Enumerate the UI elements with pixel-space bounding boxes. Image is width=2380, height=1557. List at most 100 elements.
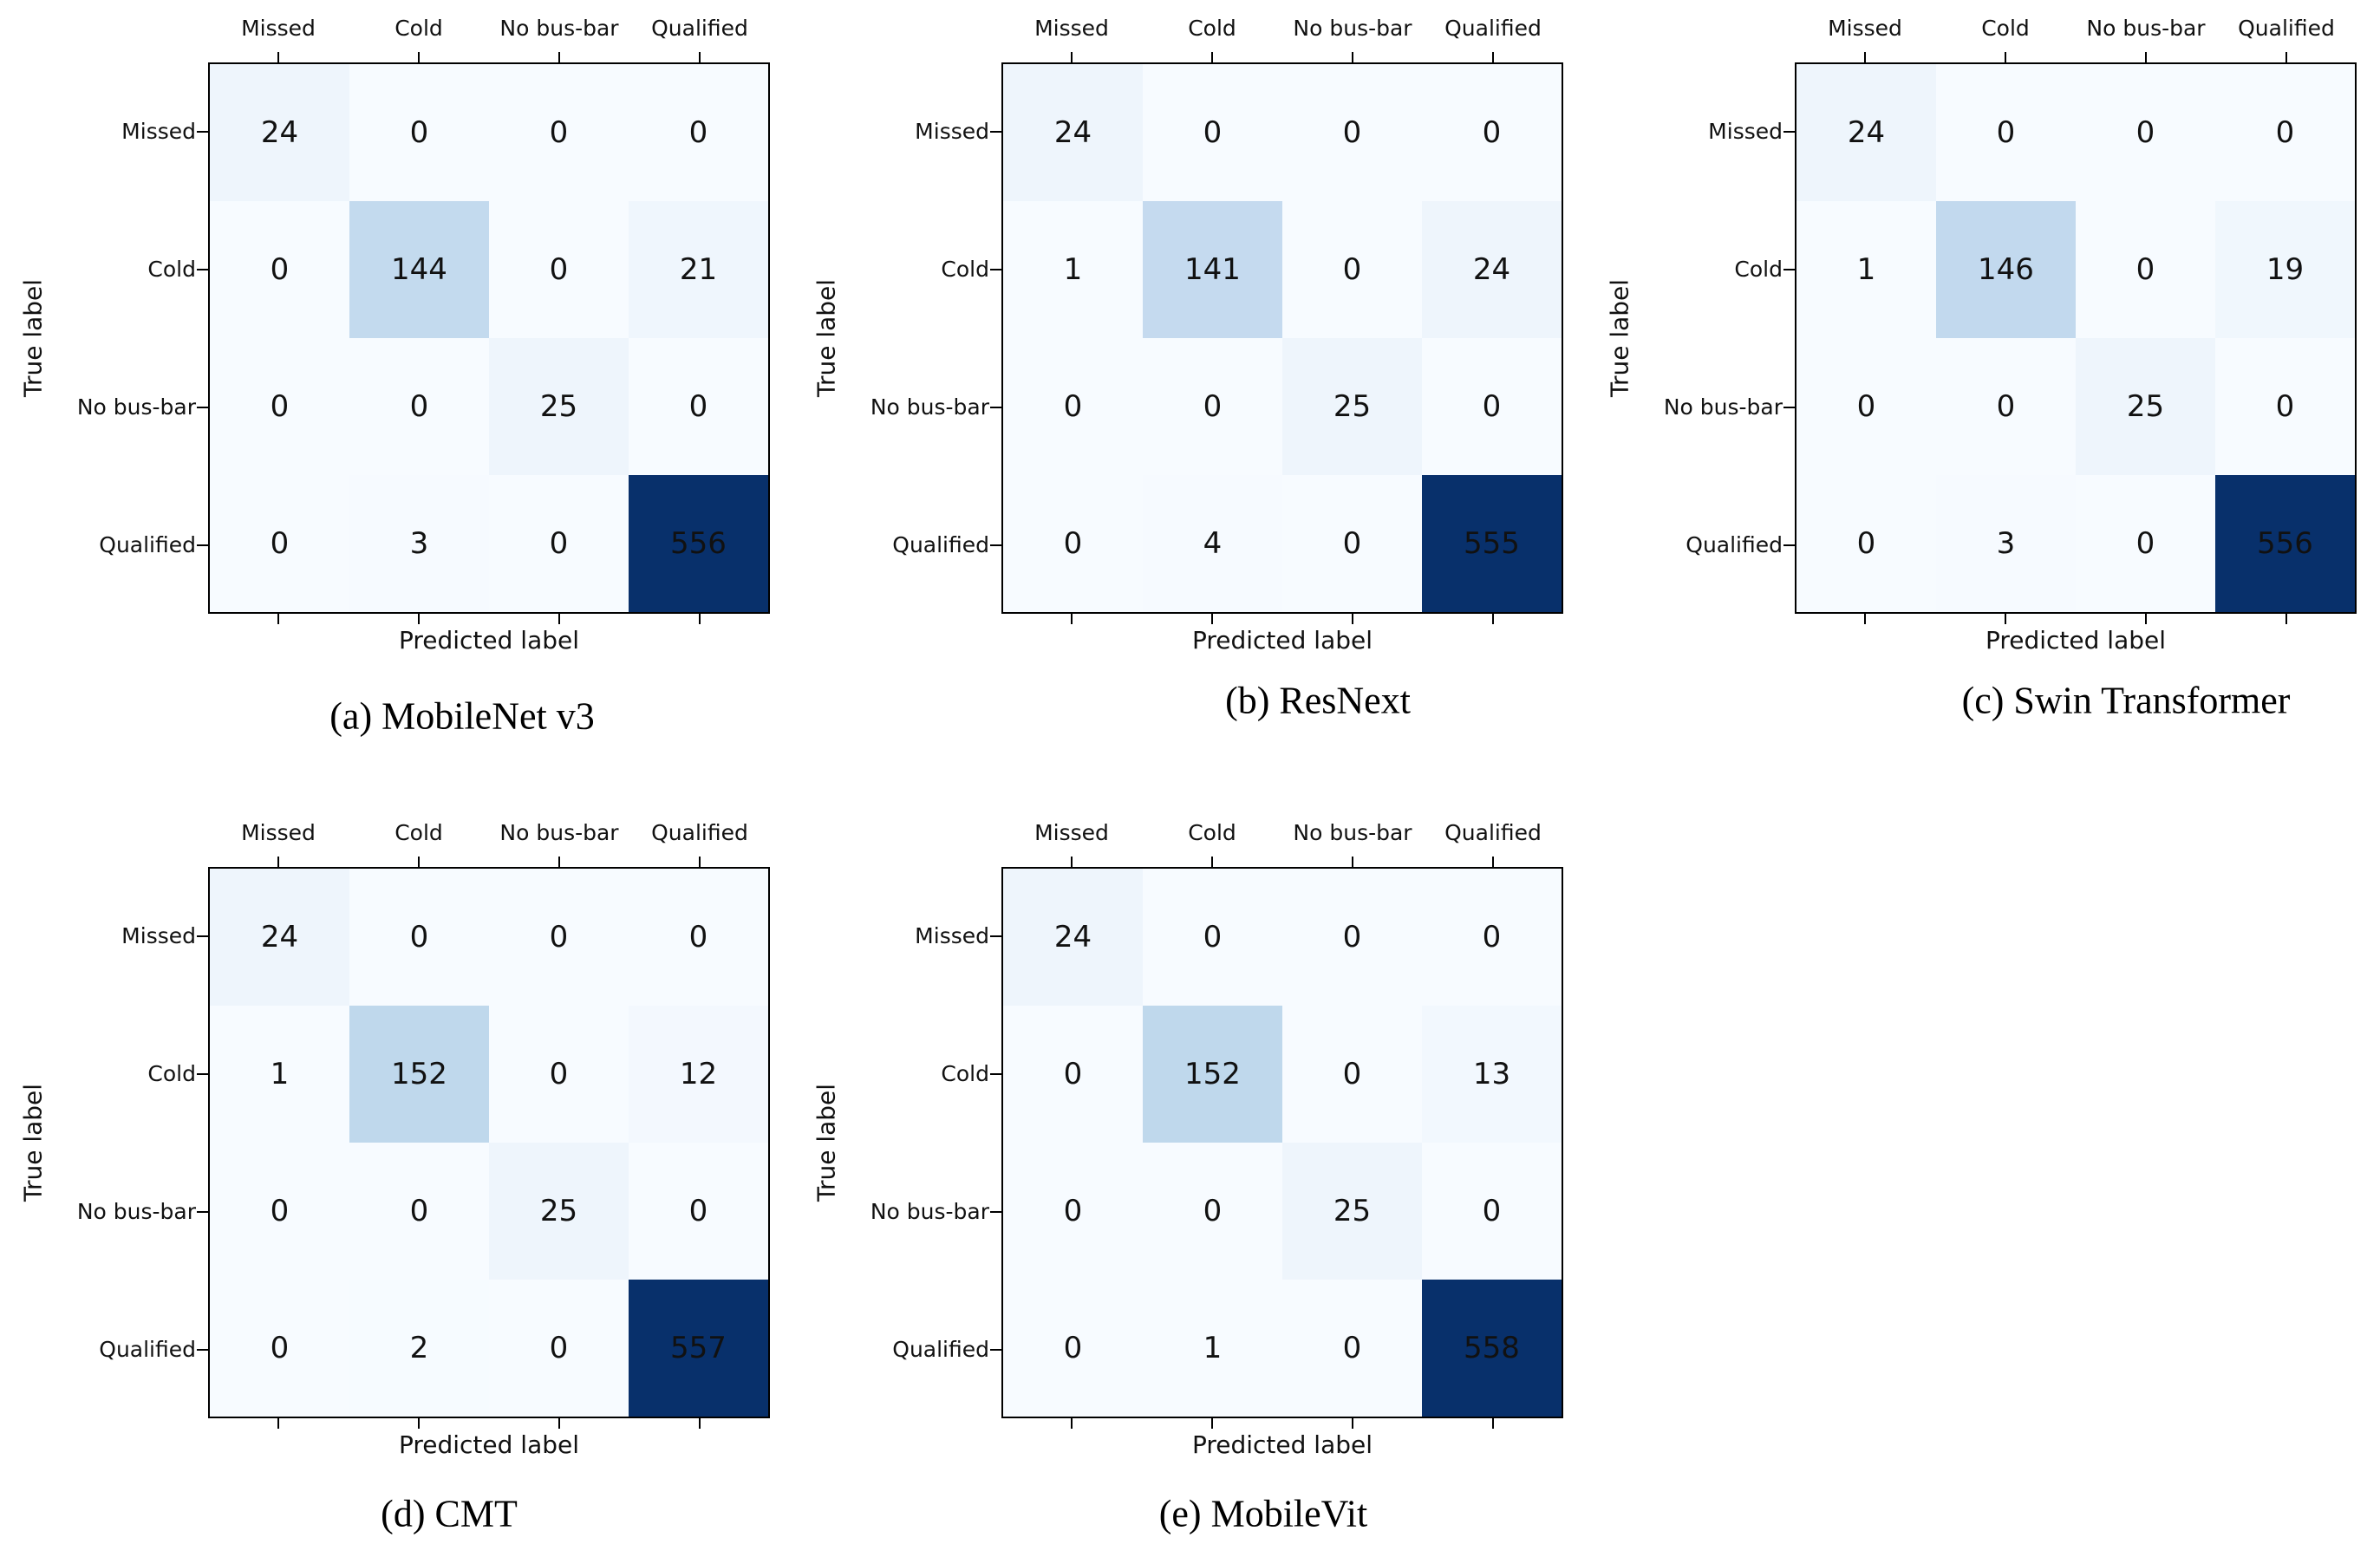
matrix-cell-r2c2: 25 (489, 1143, 629, 1280)
matrix-cell-r0c1: 0 (1936, 64, 2076, 201)
matrix-cell-r0c2: 0 (489, 64, 629, 201)
y-ticks (197, 62, 208, 614)
tick-mark (990, 1348, 1001, 1351)
matrix-cell-r1c0: 0 (1003, 1006, 1143, 1143)
matrix-cell-value: 13 (1472, 1057, 1511, 1091)
tick-mark (1492, 614, 1494, 624)
matrix-cell-r0c2: 0 (1282, 64, 1422, 201)
matrix-cell-value: 24 (1053, 115, 1092, 150)
x-tick-label: No bus-bar (499, 15, 619, 41)
matrix-cell-value: 0 (549, 920, 569, 954)
tick-mark (990, 406, 1001, 408)
tick-mark (699, 614, 701, 624)
y-tick-label: Missed (121, 923, 196, 948)
panel-caption: (e) MobileVit (1158, 1492, 1368, 1535)
y-ticks (1783, 62, 1795, 614)
y-tick-label: Cold (1734, 257, 1783, 282)
tick-mark (1211, 614, 1213, 624)
matrix-cell-r1c0: 1 (1796, 201, 1936, 338)
matrix-cell-value: 0 (1342, 1057, 1362, 1091)
tick-mark (2285, 614, 2287, 624)
x-tick-label: Qualified (1444, 15, 1542, 41)
matrix-cell-value: 25 (2126, 389, 2165, 424)
matrix-cell-r3c2: 0 (1282, 1280, 1422, 1417)
matrix-cell-value: 0 (1342, 115, 1362, 150)
tick-mark (990, 544, 1001, 546)
y-tick-label: No bus-bar (870, 394, 989, 420)
x-tick-label: No bus-bar (2086, 15, 2206, 41)
x-axis-label: Predicted label (1191, 626, 1373, 655)
x-tick-label: No bus-bar (1293, 15, 1412, 41)
y-tick-label: Cold (941, 1061, 989, 1086)
matrix-cell-value: 21 (679, 252, 718, 287)
y-tick-label: Qualified (892, 1337, 989, 1362)
y-tick-label: Missed (915, 119, 989, 144)
tick-mark (2005, 52, 2006, 62)
tick-mark (699, 52, 701, 62)
x-tick-label: Cold (394, 819, 443, 845)
tick-mark (1864, 52, 1866, 62)
matrix-cell-value: 0 (1482, 1194, 1502, 1228)
matrix-cell-r1c2: 0 (1282, 201, 1422, 338)
y-tick-label: Cold (147, 1061, 196, 1086)
matrix-cell-r2c2: 25 (2076, 338, 2215, 475)
tick-mark (990, 1210, 1001, 1213)
matrix-cell-value: 0 (2135, 115, 2155, 150)
x-axis-label: Predicted label (398, 626, 580, 655)
x-ticks-top (208, 52, 770, 62)
matrix-cell-value: 0 (270, 1194, 290, 1228)
matrix-cell-r3c0: 0 (210, 1280, 349, 1417)
matrix-cell-r0c2: 0 (489, 869, 629, 1006)
tick-mark (2005, 614, 2006, 624)
matrix-cell-r2c3: 0 (1422, 338, 1562, 475)
matrix-cell-r3c2: 0 (2076, 475, 2215, 612)
matrix-cell-r0c3: 0 (1422, 869, 1562, 1006)
tick-mark (1211, 1418, 1213, 1429)
matrix-cell-r3c3: 557 (629, 1280, 768, 1417)
x-tick-label: Missed (1828, 15, 1902, 41)
tick-mark (1352, 52, 1353, 62)
matrix-cell-value: 144 (391, 252, 447, 287)
matrix-cell-r2c0: 0 (210, 338, 349, 475)
matrix-cell-r1c0: 1 (210, 1006, 349, 1143)
matrix-cell-r2c1: 0 (349, 338, 489, 475)
y-tick-label: Qualified (1686, 532, 1783, 557)
matrix-cell-value: 0 (1482, 389, 1502, 424)
matrix-cell-r0c1: 0 (1143, 64, 1282, 201)
x-axis-label: Predicted label (398, 1430, 580, 1459)
matrix-cell-r0c0: 24 (1003, 869, 1143, 1006)
tick-mark (1071, 614, 1073, 624)
matrix-cell-r3c1: 3 (349, 475, 489, 612)
y-axis-label: True label (812, 278, 841, 398)
y-tick-label: Qualified (99, 532, 196, 557)
x-ticks-top (1001, 857, 1563, 867)
tick-mark (699, 1418, 701, 1429)
matrix-cell-r3c1: 1 (1143, 1280, 1282, 1417)
tick-mark (2145, 52, 2147, 62)
matrix-cell-r1c1: 141 (1143, 201, 1282, 338)
matrix-cell-r1c3: 21 (629, 201, 768, 338)
matrix-cell-r1c0: 1 (1003, 201, 1143, 338)
matrix-cell-r3c3: 558 (1422, 1280, 1562, 1417)
matrix-cell-value: 0 (688, 920, 708, 954)
y-tick-label: Missed (121, 119, 196, 144)
matrix-cell-r0c0: 24 (210, 64, 349, 201)
tick-mark (1071, 857, 1073, 867)
tick-mark (1783, 406, 1795, 408)
tick-mark (990, 935, 1001, 937)
tick-mark (418, 857, 420, 867)
y-tick-label: No bus-bar (76, 394, 196, 420)
x-tick-label: Missed (1034, 15, 1109, 41)
matrix-cell-value: 556 (670, 526, 727, 561)
matrix-cell-value: 0 (270, 526, 290, 561)
y-axis-label: True label (1605, 278, 1634, 398)
